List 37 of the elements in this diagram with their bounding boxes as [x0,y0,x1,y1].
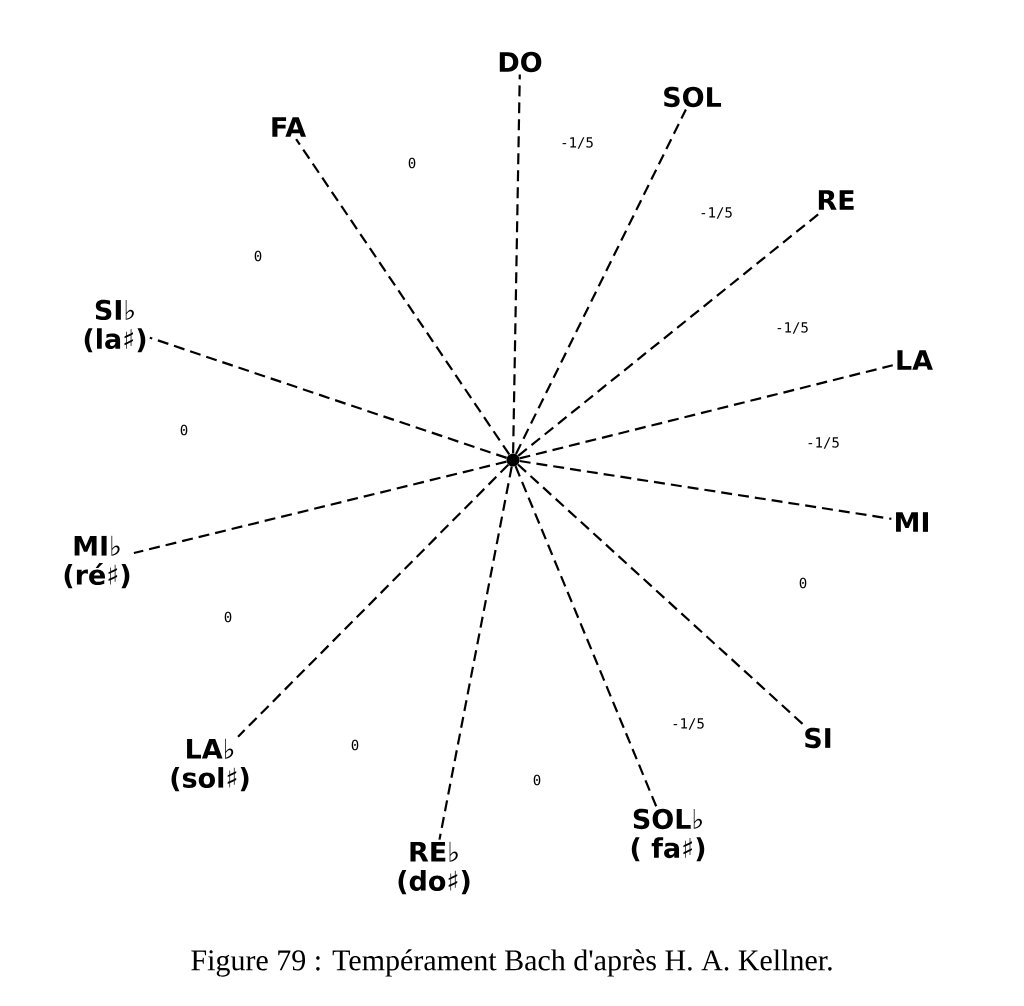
dashed-line [512,74,521,454]
note-label: DO [499,51,542,73]
interval-value: 0 [180,424,188,436]
note-label: MI♭ (ré♯) [64,535,130,589]
interval-value: -1/5 [673,718,704,730]
figure-caption: Figure 79 : Tempérament Bach d'après H. A. Kellner. [191,949,832,977]
interval-value: -1/5 [701,207,732,219]
dashed-line [438,466,513,840]
note-label: LA♭ (sol♯) [171,738,249,792]
note-label: SI [805,727,831,749]
note-label: SI♭ (la♯) [84,299,146,353]
interval-value: 0 [224,611,232,623]
note-label: SOL [664,86,722,108]
dashed-line [133,460,507,555]
dashed-line [519,459,892,520]
interval-value: 0 [533,774,541,786]
dashed-line [514,465,658,807]
dashed-line [149,336,507,459]
dashed-line [515,108,687,455]
note-label: MI [896,512,928,532]
center-point [506,453,520,467]
interval-value: 0 [799,577,807,589]
interval-value: -1/5 [777,322,808,334]
interval-value: 0 [351,739,359,751]
interval-value: 0 [254,250,262,262]
dashed-line [517,463,806,727]
note-label: FA [272,117,306,137]
dashed-line [519,364,894,460]
note-label: RE [818,190,854,210]
note-label: RE♭ (do♯) [398,841,470,895]
dashed-line [237,464,510,738]
interval-value: 0 [408,157,416,169]
dashed-line [295,138,511,456]
note-label: LA [897,350,933,370]
note-label: SOL♭ ( fa♯) [631,808,705,862]
interval-value: -1/5 [562,137,593,149]
interval-value: -1/5 [808,437,839,449]
